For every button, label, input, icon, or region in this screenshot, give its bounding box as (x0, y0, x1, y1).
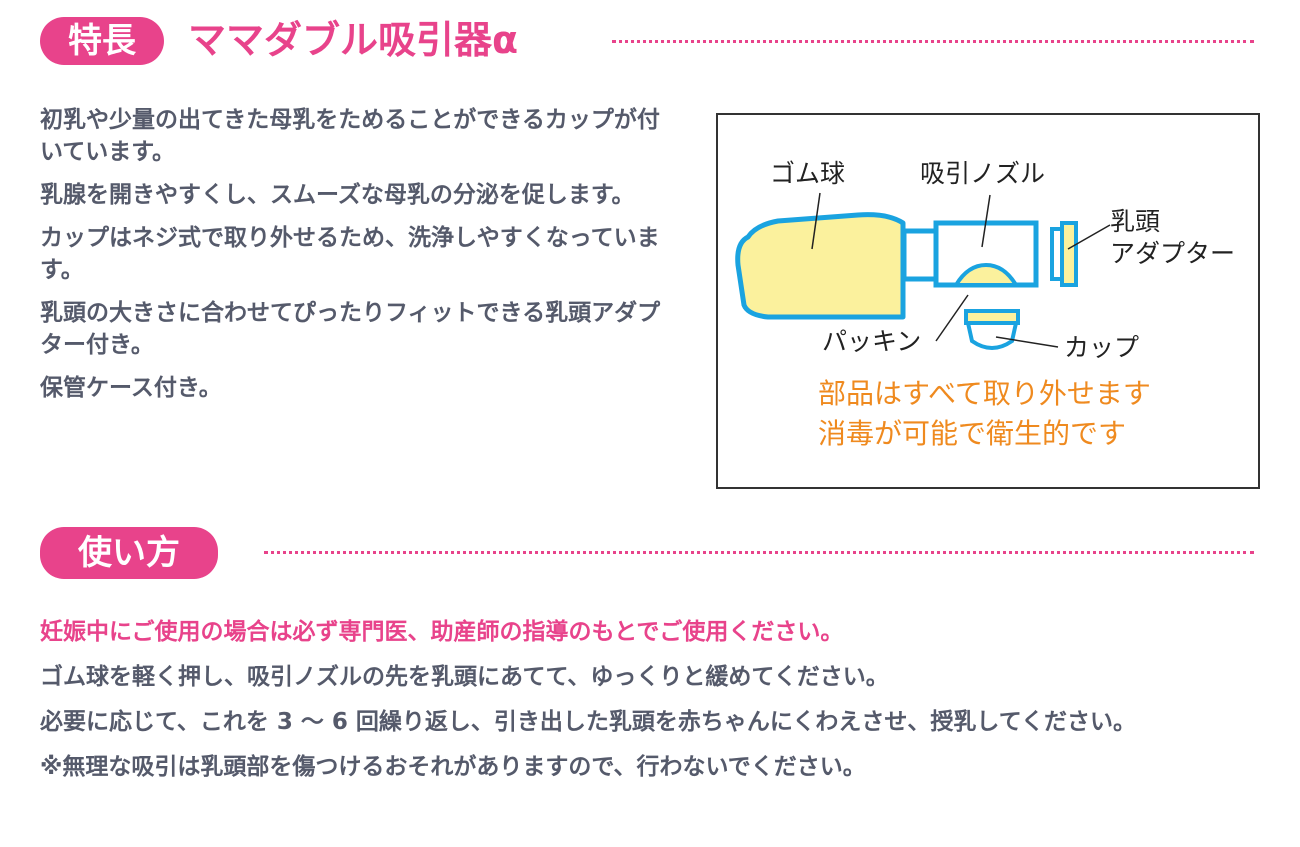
feature-item: カップはネジ式で取り外せるため、洗浄しやすくなっています。 (40, 225, 660, 283)
label-nipple-adapter-2: アダプター (1110, 239, 1236, 268)
usage-item: 必要に応じて、これを 3 〜 6 回繰り返し、引き出した乳頭を赤ちゃんにくわえさ… (40, 709, 1137, 735)
cup-body (965, 321, 1019, 350)
feature-item: 乳頭の大きさに合わせてぴったりフィットできる乳頭アダプター付き。 (40, 300, 661, 358)
packing (952, 262, 1020, 287)
parts-diagram: ゴム球 吸引ノズル 乳頭 アダプター パッキン カップ 部品はすべて取り外せます… (716, 113, 1260, 489)
usage-warning: 妊娠中にご使用の場合は必ず専門医、助産師の指導のもとでご使用ください。 (40, 619, 844, 645)
usage-badge: 使い方 (40, 527, 218, 579)
label-nipple-adapter-1: 乳頭 (1110, 207, 1161, 236)
feature-item: 初乳や少量の出てきた母乳をためることができるカップが付いています。 (40, 107, 660, 165)
feature-item: 保管ケース付き。 (40, 375, 222, 401)
diagram-note-1: 部品はすべて取り外せます (818, 377, 1151, 410)
feature-item: 乳腺を開きやすくし、スムーズな母乳の分泌を促します。 (40, 182, 635, 208)
usage-item: ゴム球を軽く押し、吸引ノズルの先を乳頭にあてて、ゆっくりと緩めてください。 (40, 664, 889, 690)
features-list: 初乳や少量の出てきた母乳をためることができるカップが付いています。 乳腺を開きや… (40, 104, 680, 415)
product-title: ママダブル吸引器α (188, 18, 519, 62)
label-packing: パッキン (822, 327, 922, 356)
label-suction-nozzle: 吸引ノズル (920, 159, 1046, 188)
label-cup: カップ (1064, 333, 1140, 362)
features-badge: 特長 (40, 17, 164, 65)
features-divider (612, 40, 1254, 43)
connector (901, 228, 939, 282)
breast-pump-illustration (735, 192, 1111, 350)
nipple-adapter-body (1060, 221, 1078, 287)
label-rubber-bulb: ゴム球 (770, 159, 846, 188)
usage-caution: ※無理な吸引は乳頭部を傷つけるおそれがありますので、行わないでください。 (40, 754, 866, 780)
rubber-bulb (735, 212, 906, 320)
usage-divider (264, 551, 1254, 554)
diagram-note-2: 消毒が可能で衛生的です (818, 417, 1127, 450)
usage-list: 妊娠中にご使用の場合は必ず専門医、助産師の指導のもとでご使用ください。 ゴム球を… (40, 616, 1270, 796)
